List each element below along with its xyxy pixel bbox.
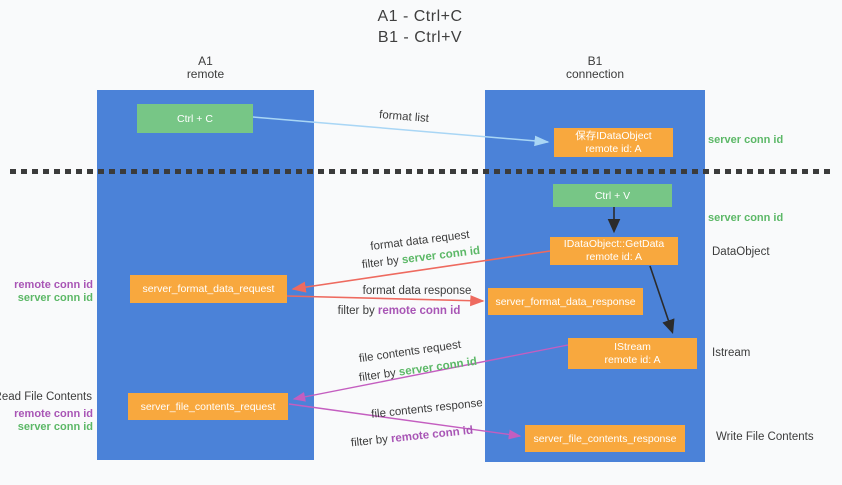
- lane-left-header-line2: remote: [186, 67, 225, 81]
- dotted-separator-line: [10, 169, 834, 174]
- edge-label-filter-by-remote-conn-id-2: filter by remote conn id: [350, 425, 473, 450]
- side-label-server-conn-id-1: server conn id: [17, 292, 93, 304]
- diagram-title-line1: A1 - Ctrl+C: [377, 8, 463, 25]
- edge-label-file-contents-response: file contents response: [370, 397, 484, 421]
- node-istream-line1: IStream: [614, 340, 651, 353]
- side-label-istream: Istream: [712, 347, 751, 359]
- node-server-file-contents-request-label: server_file_contents_request: [140, 400, 276, 413]
- diagram-title: A1 - Ctrl+C B1 - Ctrl+V: [310, 6, 530, 48]
- lane-right-header-line2: connection: [565, 67, 625, 81]
- side-label-server-conn-id-mid: server conn id: [708, 212, 784, 224]
- node-ctrl-v-label: Ctrl + V: [594, 189, 631, 202]
- node-idataobject-getdata: IDataObject::GetData remote id: A: [550, 237, 678, 265]
- lane-right-header-line1: B1: [587, 54, 603, 68]
- filter-by-text: filter by: [358, 366, 400, 385]
- node-server-file-contents-response: server_file_contents_response: [525, 425, 685, 452]
- side-label-remote-conn-id-2: remote conn id: [14, 408, 93, 420]
- node-save-idataobject: 保存IDataObject remote id: A: [554, 128, 673, 157]
- edge-label-filter-by-remote-conn-id-1: filter by remote conn id: [338, 305, 461, 317]
- node-idataobject-getdata-line1: IDataObject::GetData: [563, 238, 665, 250]
- node-ctrl-c-label: Ctrl + C: [177, 112, 213, 125]
- filter-by-text: filter by: [361, 254, 403, 272]
- lane-right-header: B1 connection: [525, 55, 665, 81]
- node-ctrl-c: Ctrl + C: [137, 104, 253, 133]
- node-server-file-contents-response-label: server_file_contents_response: [533, 432, 677, 445]
- node-istream: IStream remote id: A: [568, 338, 697, 369]
- remote-conn-id-text: remote conn id: [390, 424, 474, 446]
- node-server-file-contents-request: server_file_contents_request: [128, 393, 288, 420]
- server-conn-id-text: server conn id: [398, 355, 478, 379]
- side-label-server-conn-id-top: server conn id: [708, 134, 784, 146]
- node-idataobject-getdata-line2: remote id: A: [585, 251, 643, 263]
- node-ctrl-v: Ctrl + V: [553, 184, 672, 207]
- node-server-format-data-response-label: server_format_data_response: [495, 295, 636, 308]
- edge-label-format-data-response: format data response: [362, 285, 472, 297]
- node-server-format-data-response: server_format_data_response: [488, 288, 643, 315]
- side-label-remote-conn-id-1: remote conn id: [14, 279, 93, 291]
- lane-left-header-line1: A1: [198, 54, 213, 68]
- edge-label-format-list: format list: [378, 109, 430, 125]
- filter-by-text: filter by: [350, 433, 392, 450]
- node-save-idataobject-line2: remote id: A: [585, 142, 642, 155]
- node-istream-line2: remote id: A: [604, 353, 661, 366]
- side-label-dataobject: DataObject: [712, 246, 770, 258]
- remote-conn-id-text: remote conn id: [377, 305, 461, 317]
- side-label-server-conn-id-2: server conn id: [17, 421, 93, 433]
- side-label-write-file-contents: Write File Contents: [716, 431, 814, 443]
- server-conn-id-text: server conn id: [401, 244, 481, 267]
- node-server-format-data-request-label: server_format_data_request: [142, 283, 275, 295]
- side-label-read-file-contents: Read File Contents: [0, 391, 92, 403]
- diagram-title-line2: B1 - Ctrl+V: [377, 29, 463, 46]
- filter-by-text: filter by: [337, 305, 378, 317]
- lane-left-header: A1 remote: [135, 55, 276, 81]
- node-save-idataobject-line1: 保存IDataObject: [575, 129, 652, 142]
- node-server-format-data-request: server_format_data_request: [130, 275, 287, 303]
